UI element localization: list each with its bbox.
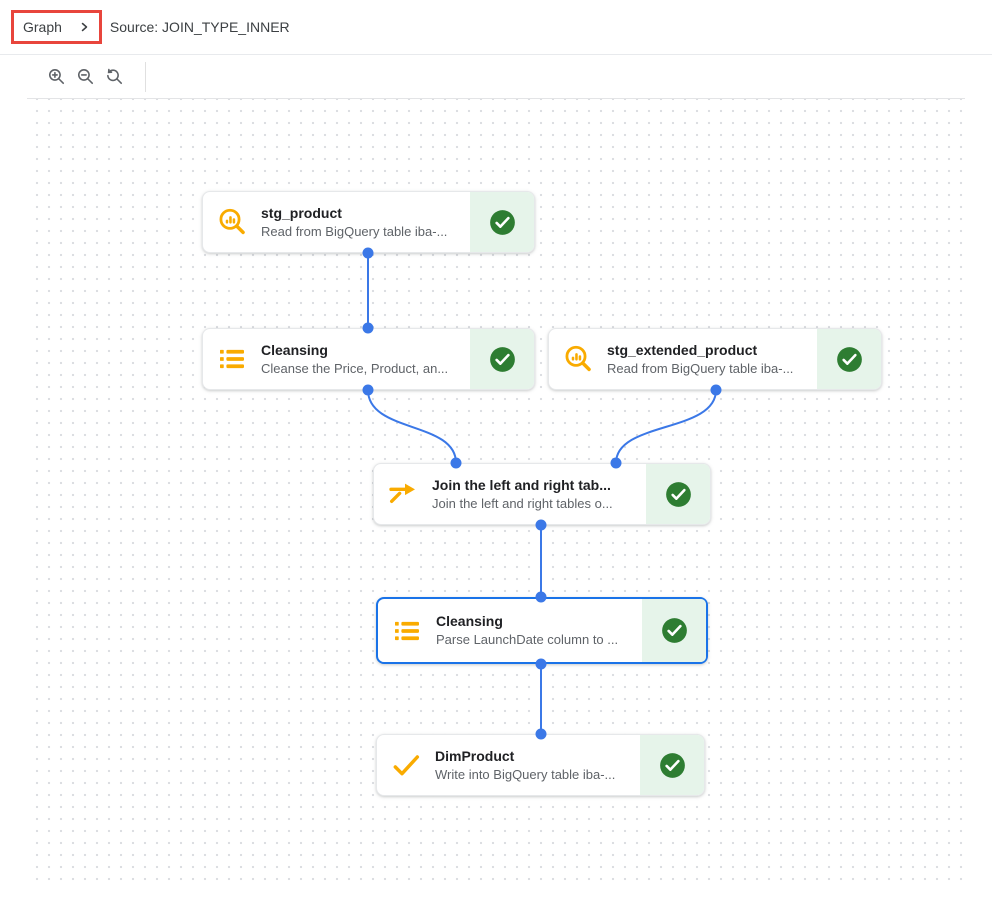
status-success-badge — [470, 329, 534, 389]
edge-cleansing1-join — [367, 389, 457, 464]
list-icon — [378, 615, 436, 647]
node-stg-extended-product[interactable]: stg_extended_product Read from BigQuery … — [548, 328, 882, 390]
node-title: Cleansing — [261, 341, 328, 358]
status-success-badge — [817, 329, 881, 389]
edge-stgextended-join — [615, 389, 717, 464]
node-subtitle: Read from BigQuery table iba-... — [607, 360, 794, 376]
status-success-badge — [646, 464, 710, 524]
zoom-reset-icon[interactable] — [102, 64, 127, 89]
node-subtitle: Join the left and right tables o... — [432, 495, 613, 511]
query-read-icon — [203, 206, 261, 238]
node-join[interactable]: Join the left and right tab... Join the … — [373, 463, 711, 525]
node-title: stg_product — [261, 204, 342, 221]
breadcrumb: Graph Source: JOIN_TYPE_INNER — [0, 0, 992, 55]
annotation-highlight-box: Graph — [11, 10, 102, 44]
graph-toolbar — [0, 55, 992, 98]
graph-canvas[interactable]: stg_product Read from BigQuery table iba… — [27, 98, 965, 888]
node-subtitle: Read from BigQuery table iba-... — [261, 223, 448, 239]
join-icon — [374, 478, 432, 510]
breadcrumb-source-label: Source: JOIN_TYPE_INNER — [109, 19, 290, 35]
node-title: Join the left and right tab... — [432, 476, 611, 493]
node-subtitle: Parse LaunchDate column to ... — [436, 632, 619, 647]
status-success-badge — [642, 599, 706, 662]
node-cleansing-2-selected[interactable]: Cleansing Parse LaunchDate column to ... — [376, 597, 708, 664]
zoom-out-icon[interactable] — [73, 64, 98, 89]
zoom-in-icon[interactable] — [44, 64, 69, 89]
node-stg-product[interactable]: stg_product Read from BigQuery table iba… — [202, 191, 535, 253]
node-subtitle: Write into BigQuery table iba-... — [435, 766, 616, 782]
breadcrumb-graph-link[interactable]: Graph — [23, 19, 62, 35]
node-title: Cleansing — [436, 613, 503, 629]
node-subtitle: Cleanse the Price, Product, an... — [261, 360, 449, 376]
node-dimproduct[interactable]: DimProduct Write into BigQuery table iba… — [376, 734, 705, 796]
node-title: DimProduct — [435, 747, 515, 764]
list-icon — [203, 343, 261, 375]
node-title: stg_extended_product — [607, 341, 758, 358]
status-success-badge — [470, 192, 534, 252]
toolbar-divider — [145, 61, 146, 92]
node-cleansing-1[interactable]: Cleansing Cleanse the Price, Product, an… — [202, 328, 535, 390]
query-read-icon — [549, 343, 607, 375]
chevron-right-icon — [78, 21, 90, 33]
status-success-badge — [640, 735, 704, 795]
check-icon — [377, 749, 435, 781]
